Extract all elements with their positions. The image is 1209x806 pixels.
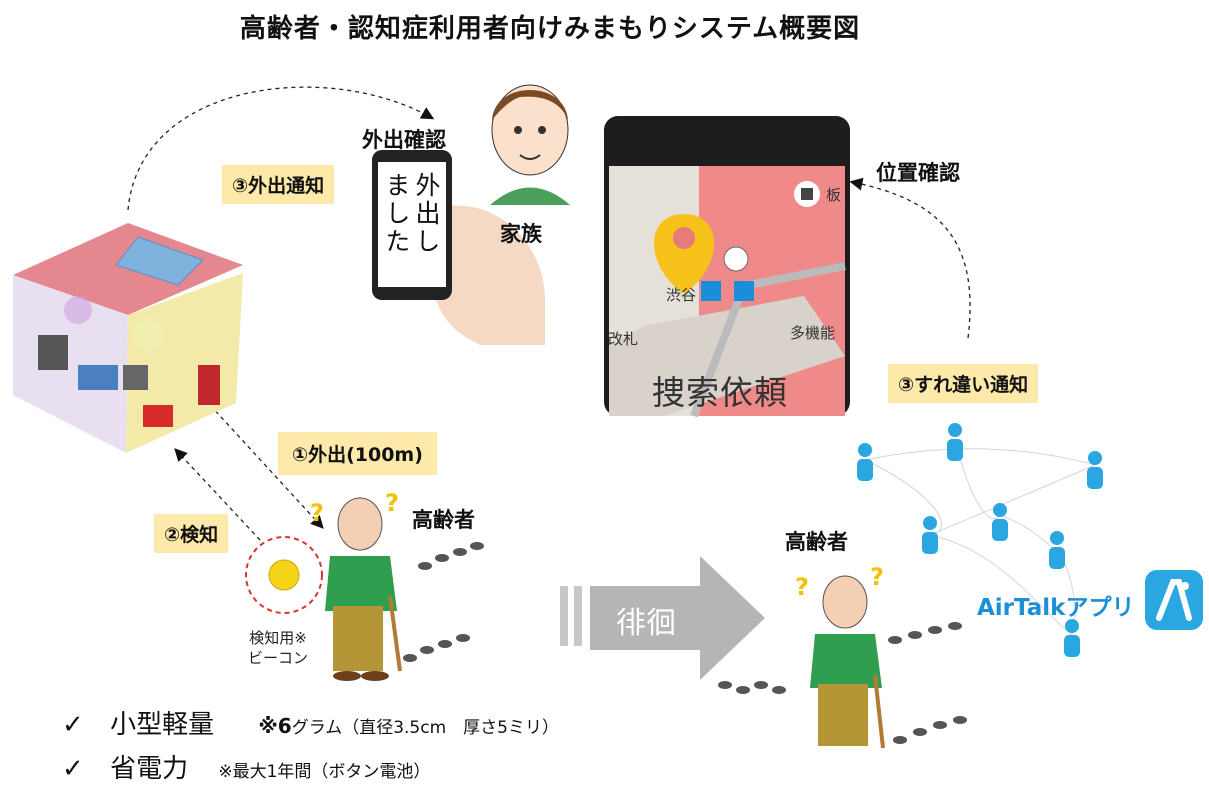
- label-family: 家族: [500, 222, 542, 246]
- arrow-people-to-map: [849, 177, 971, 339]
- map-phone: [604, 116, 850, 418]
- user-icons: [857, 423, 1103, 657]
- tag-passing-notice: ③すれ違い通知: [888, 364, 1039, 403]
- airtalk-app-name: AirTalkアプリ: [977, 595, 1135, 621]
- svg-text:?: ?: [385, 489, 399, 517]
- wander-label: 徘徊: [616, 606, 676, 641]
- label-location-check: 位置確認: [876, 161, 960, 185]
- svg-text:?: ?: [870, 563, 884, 591]
- label-elderly-right: 高齢者: [785, 530, 848, 554]
- map-search-request: 捜索依頼: [652, 373, 788, 412]
- feature-item-1: ✓ 小型軽量 ※6グラム（直径3.5cm 厚さ5ミリ）: [62, 704, 559, 741]
- tag-outing: ①外出(100m): [278, 432, 437, 475]
- check-icon: ✓: [62, 710, 84, 740]
- feature-note-bold: ※6: [258, 714, 292, 738]
- airtalk-app-icon: [1145, 570, 1203, 630]
- map-station-label: 渋谷: [666, 286, 697, 304]
- svg-text:?: ?: [310, 499, 324, 527]
- elderly-person-left: ? ?: [310, 489, 484, 681]
- feature-main: 省電力: [110, 754, 189, 784]
- label-beacon: 検知用※ ビーコン: [247, 629, 308, 667]
- family-person-icon: [490, 84, 570, 205]
- beacon-device: [245, 536, 323, 614]
- feature-note: グラム（直径3.5cm 厚さ5ミリ）: [291, 718, 559, 738]
- house-illustration: [13, 223, 243, 453]
- arrow-house-to-elderly: [209, 404, 324, 529]
- elderly-person-right: ? ?: [718, 563, 967, 749]
- feature-main: 小型軽量: [110, 710, 215, 740]
- page-title: 高齢者・認知症利用者向けみまもりシステム概要図: [239, 14, 861, 44]
- feature-item-2: ✓ 省電力 ※最大1年間（ボタン電池）: [62, 748, 430, 785]
- map-gate-label: 改札: [608, 330, 639, 348]
- phone-message: 外出しました: [382, 172, 441, 256]
- check-icon: ✓: [62, 754, 84, 784]
- tag-detect: ②検知: [154, 514, 229, 553]
- feature-note: ※最大1年間（ボタン電池）: [218, 762, 431, 782]
- map-multi-label: 多機能: [790, 324, 836, 342]
- label-elderly-left: 高齢者: [412, 508, 475, 532]
- airtalk-network: [857, 423, 1103, 657]
- map-board-label: 板: [826, 186, 842, 204]
- arrow-house-to-phone: [127, 86, 435, 211]
- svg-text:?: ?: [795, 573, 809, 601]
- wander-arrow: [560, 556, 765, 680]
- tag-outing-notice: ③外出通知: [222, 165, 335, 204]
- hand-holding-phone: [372, 150, 545, 345]
- label-outing-check: 外出確認: [362, 128, 446, 152]
